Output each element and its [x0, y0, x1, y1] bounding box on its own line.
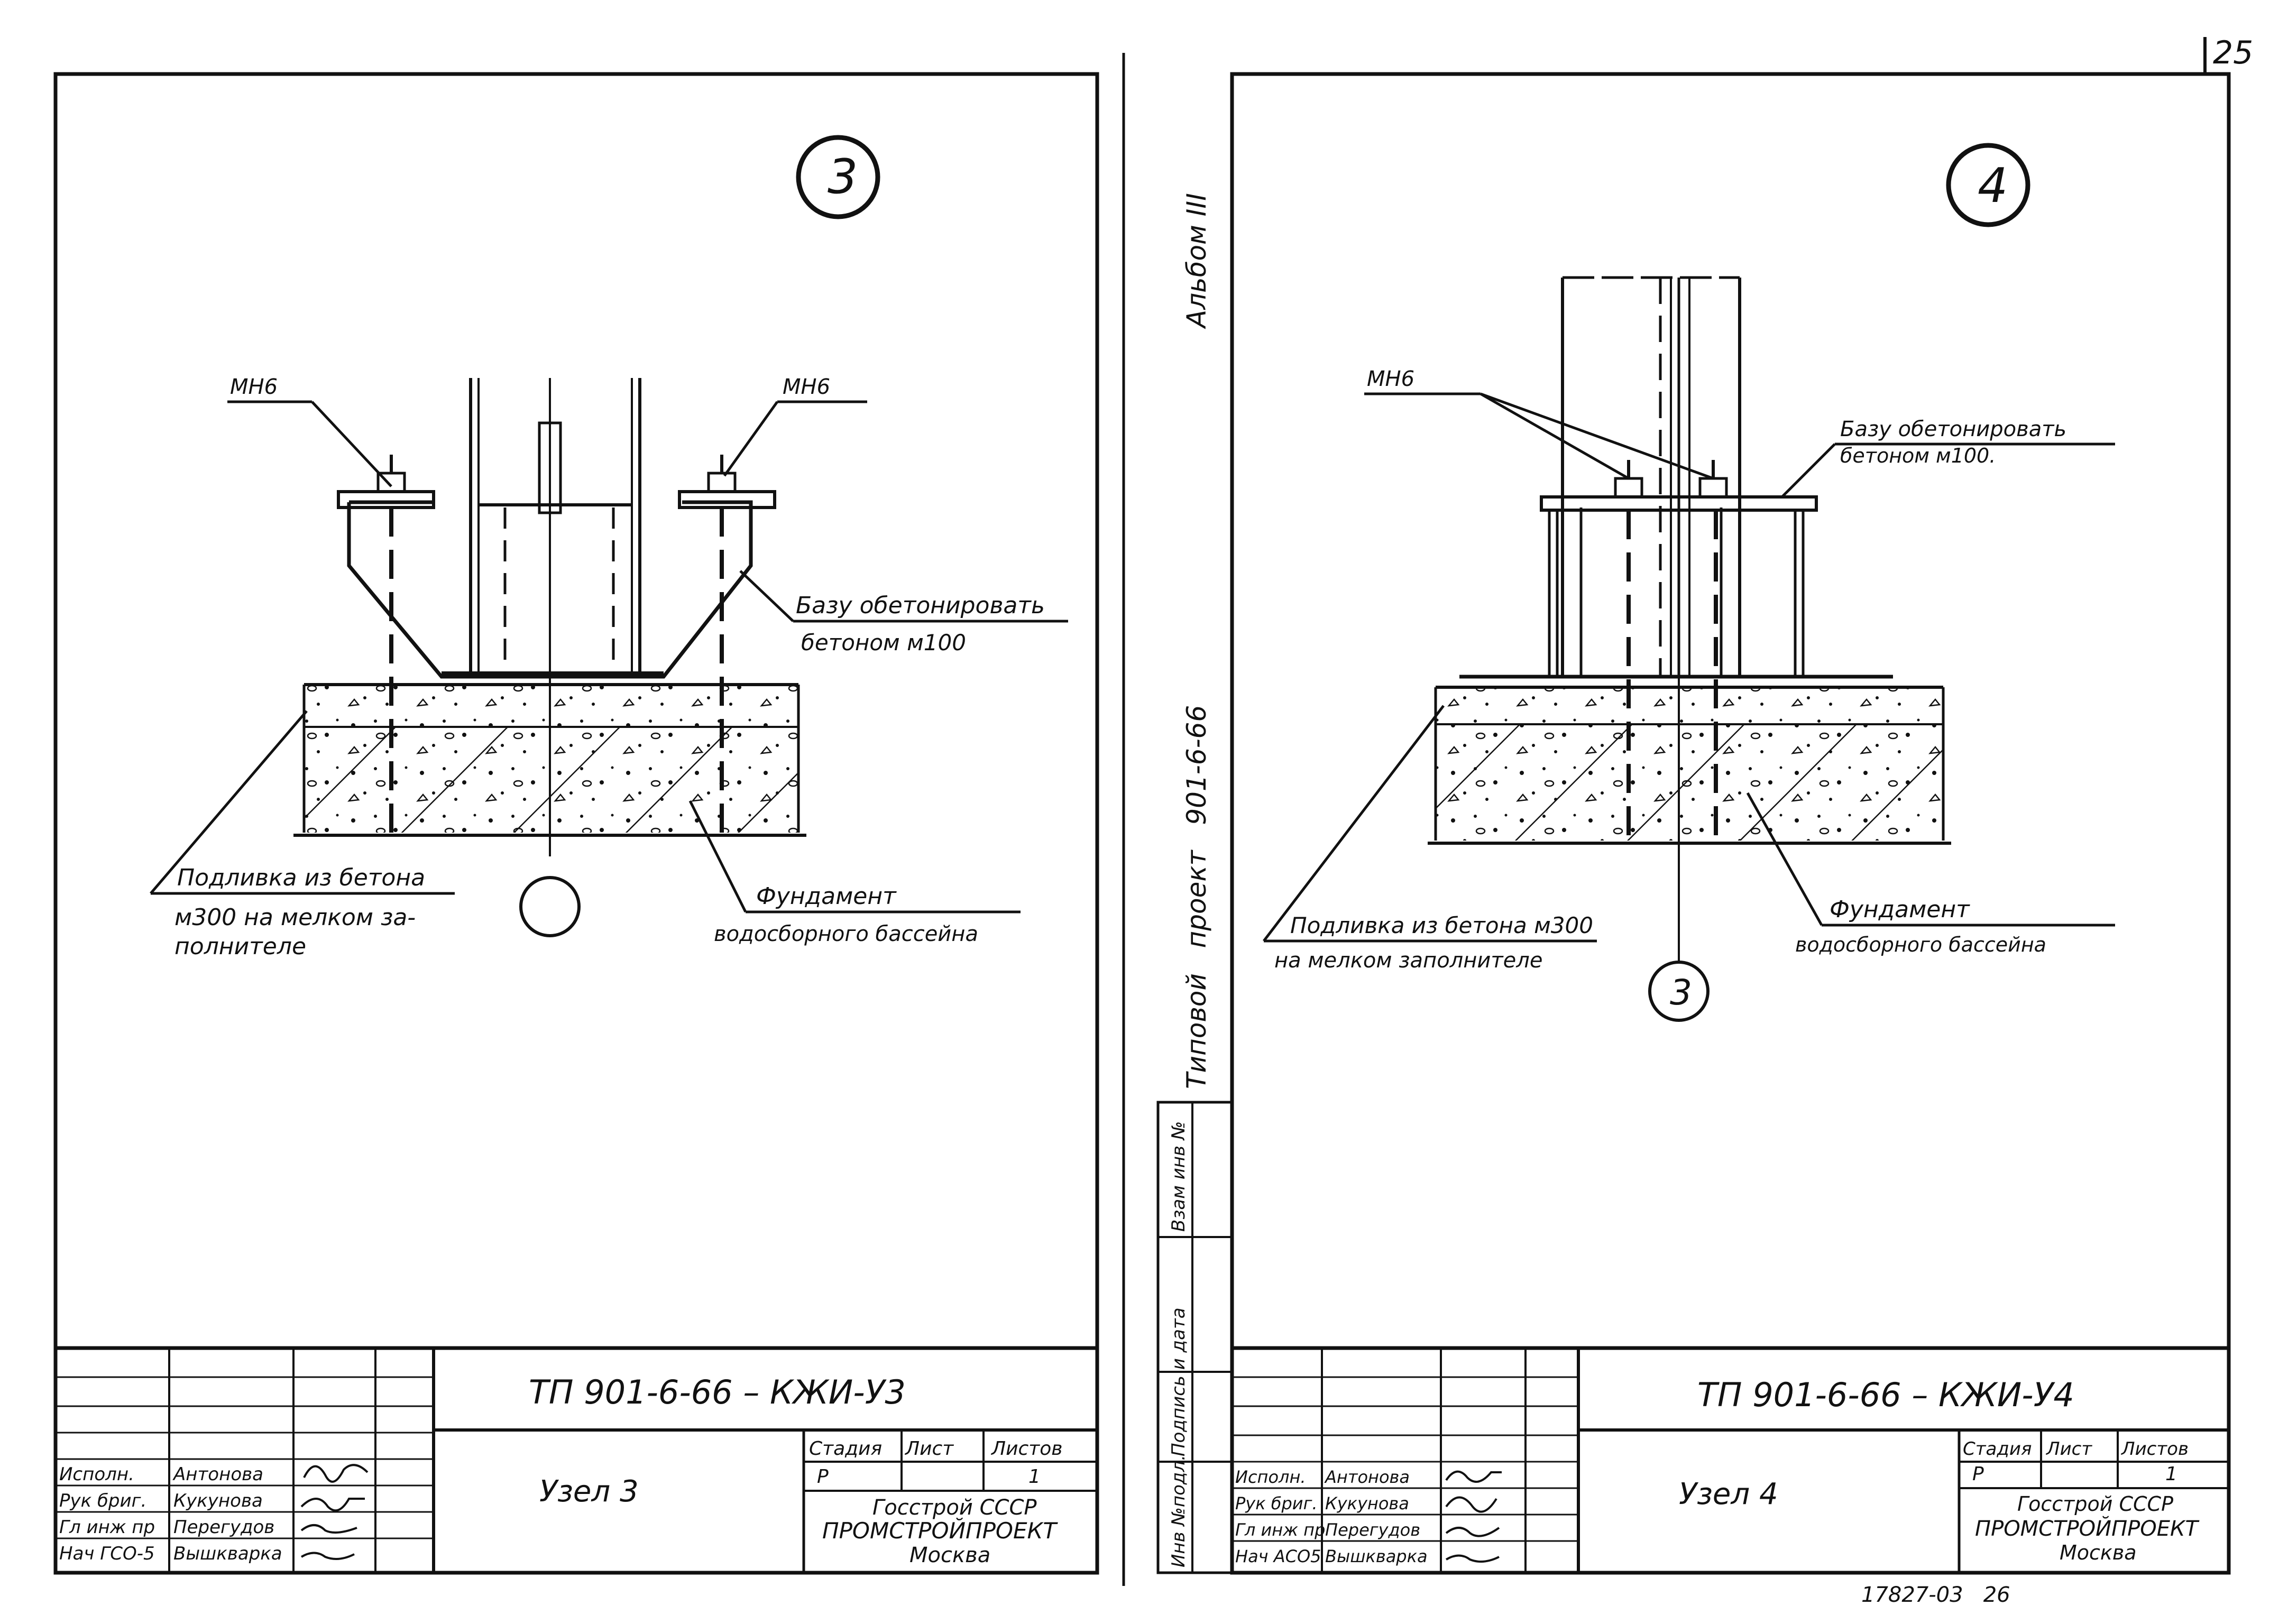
ref-node-3-circle — [1648, 961, 1710, 1022]
label-grout-line1: Подливка из бетона — [177, 864, 425, 891]
role-3: Гл инж пр — [1235, 1520, 1325, 1540]
stage-value: Р — [817, 1466, 829, 1488]
label-foundation-line1: Фундамент — [756, 883, 897, 910]
signature-3 — [300, 1524, 357, 1534]
stamp-vzam-inv: Взам инв № — [1168, 1121, 1189, 1232]
role-2: Рук бриг. — [59, 1490, 146, 1511]
role-1: Исполн. — [1235, 1467, 1306, 1487]
label-mn6-left: МН6 — [230, 375, 278, 399]
sheets-value: 1 — [2165, 1463, 2177, 1485]
title-block-left: ТП 901-6-66 – КЖИ-У3 Узел 3 Стадия Лист … — [56, 1346, 1097, 1573]
name-1: Антонова — [1324, 1467, 1410, 1487]
archive-number: 17827-03 26 — [1861, 1583, 2010, 1607]
name-3: Перегудов — [173, 1517, 274, 1538]
label-foundation-line1: Фундамент — [1830, 896, 1970, 923]
signature-1 — [1445, 1470, 1502, 1483]
label-grout-line2: м300 на мелком за- — [174, 904, 416, 931]
drawing-code: ТП 901-6-66 – КЖИ-У4 — [1697, 1376, 2074, 1414]
label-base-line1: Базу обетонировать — [796, 592, 1045, 619]
label-foundation-line2: водосборного бассейна — [1795, 933, 2046, 956]
org-line1: Госстрой СССР — [2017, 1492, 2173, 1516]
name-4: Вышкварка — [173, 1543, 282, 1564]
node-4-number: 4 — [1978, 158, 2008, 214]
stage-header: Стадия — [809, 1438, 882, 1460]
stage-header: Стадия — [1963, 1438, 2032, 1460]
role-4: Нач АСО5 — [1235, 1546, 1321, 1566]
label-grout-line2: на мелком заполнителе — [1274, 948, 1542, 973]
label-base-line2: бетоном м100 — [801, 630, 966, 656]
role-2: Рук бриг. — [1235, 1493, 1318, 1514]
label-grout-line1: Подливка из бетона м300 — [1290, 912, 1593, 938]
label-base-line2: бетоном м100. — [1840, 444, 1996, 467]
label-base-line1: Базу обетонировать — [1840, 417, 2066, 441]
signature-1 — [303, 1464, 369, 1483]
sheet-header: Лист — [904, 1438, 954, 1460]
drawing-code: ТП 901-6-66 – КЖИ-У3 — [529, 1373, 906, 1411]
node-3-number: 3 — [828, 149, 858, 205]
org-line3: Москва — [2060, 1541, 2137, 1564]
org-line3: Москва — [909, 1543, 990, 1567]
signature-4 — [300, 1552, 355, 1560]
signature-2 — [300, 1498, 365, 1512]
drawing-name: Узел 3 — [539, 1474, 639, 1509]
org-line2: ПРОМСТРОЙПРОЕКТ — [1975, 1516, 2200, 1541]
label-mn6-right: МН6 — [783, 375, 830, 399]
right-sheet: Взам инв № Подпись и дата Инв №подл. Аль… — [1156, 72, 2231, 1607]
page-number: 25 — [2213, 34, 2253, 71]
stamp-inv-podl: Инв №подл. — [1168, 1455, 1189, 1567]
name-2: Кукунова — [173, 1490, 263, 1511]
signature-4 — [1445, 1554, 1500, 1563]
label-grout-line3: полнителе — [174, 933, 306, 960]
left-sheet: 3 — [53, 72, 1099, 1575]
name-2: Кукунова — [1325, 1493, 1409, 1514]
signature-2 — [1445, 1496, 1497, 1513]
name-3: Перегудов — [1325, 1520, 1420, 1540]
node-4-circle — [1946, 143, 2030, 227]
ref-node-3-number: 3 — [1670, 972, 1692, 1013]
role-1: Исполн. — [59, 1464, 134, 1485]
label-mn6: МН6 — [1367, 367, 1414, 391]
sheets-header: Листов — [2120, 1438, 2189, 1460]
name-1: Антонова — [172, 1464, 263, 1485]
project-label: Типовой проект 901-6-66 — [1181, 705, 1212, 1089]
title-block-right: ТП 901-6-66 – КЖИ-У4 Узел 4 Стадия Лист … — [1232, 1346, 2229, 1573]
sheet-header: Лист — [2045, 1438, 2092, 1460]
node-3-circle — [796, 135, 880, 219]
column-base-3 — [293, 378, 806, 937]
label-foundation-line2: водосборного бассейна — [714, 922, 978, 946]
stamp-podpis-data: Подпись и дата — [1168, 1307, 1189, 1456]
signature-3 — [1445, 1527, 1500, 1537]
sheets-header: Листов — [990, 1438, 1062, 1460]
role-4: Нач ГСО-5 — [59, 1543, 155, 1564]
sheets-value: 1 — [1028, 1466, 1041, 1488]
column-base-4: 3 — [1428, 276, 1951, 1022]
drawing-name: Узел 4 — [1679, 1477, 1778, 1511]
org-line2: ПРОМСТРОЙПРОЕКТ — [822, 1517, 1058, 1544]
name-4: Вышкварка — [1325, 1546, 1428, 1566]
role-3: Гл инж пр — [59, 1517, 155, 1538]
album-label: Альбом III — [1181, 193, 1212, 329]
stage-value: Р — [1972, 1463, 1984, 1485]
org-line1: Госстрой СССР — [872, 1496, 1037, 1520]
